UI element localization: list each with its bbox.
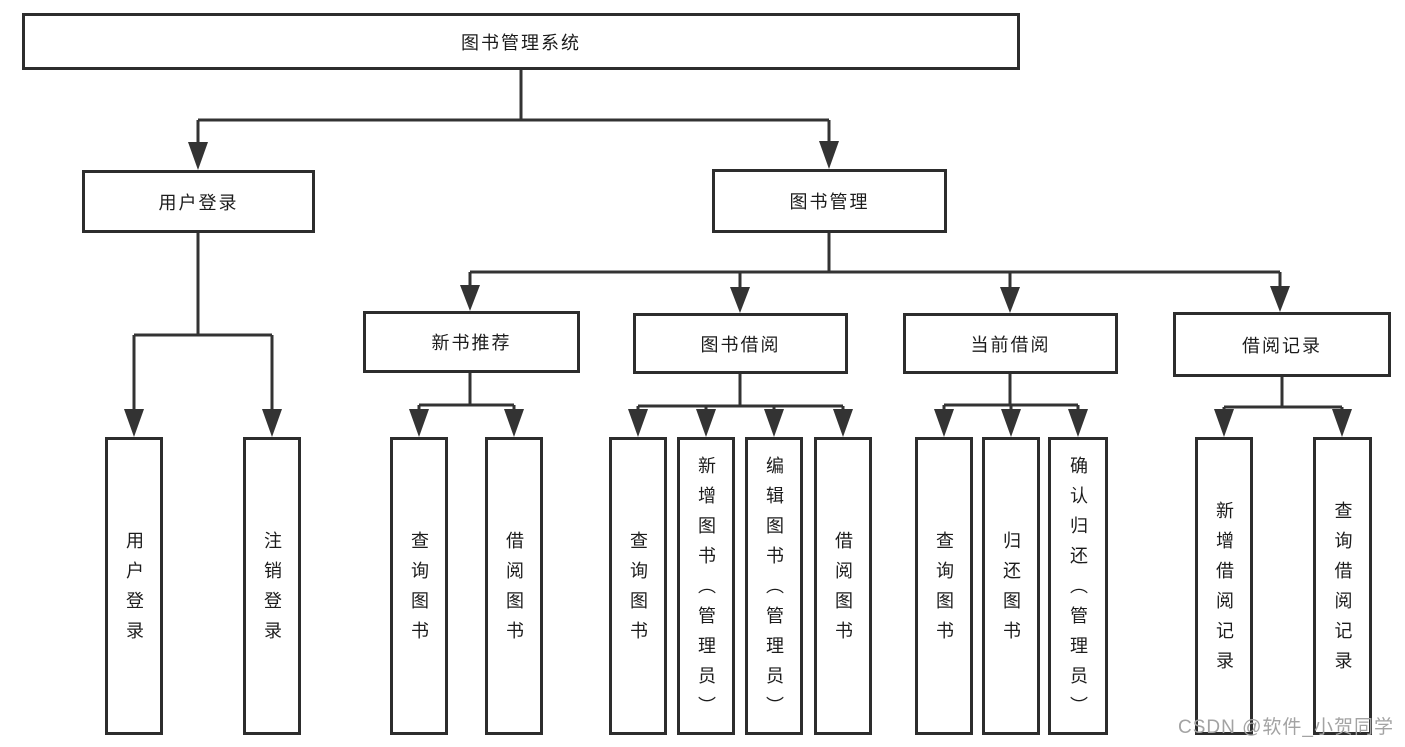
- node-book-management: 图书管理: [712, 169, 947, 233]
- leaf-edit-books-admin: 编辑图书（管理员）: [745, 437, 803, 735]
- leaf-query-books-current: 查询图书: [915, 437, 973, 735]
- leaf-add-books-admin: 新增图书（管理员）: [677, 437, 735, 735]
- leaf-user-login: 用户登录: [105, 437, 163, 735]
- node-book-borrow: 图书借阅: [633, 313, 848, 374]
- leaf-borrow-books-recommend: 借阅图书: [485, 437, 543, 735]
- leaf-logout: 注销登录: [243, 437, 301, 735]
- leaf-query-books-recommend: 查询图书: [390, 437, 448, 735]
- arrowheads: [124, 141, 1352, 437]
- csdn-watermark: CSDN @软件_小贺同学: [1178, 717, 1394, 738]
- node-current-borrow: 当前借阅: [903, 313, 1118, 374]
- leaf-borrow-books: 借阅图书: [814, 437, 872, 735]
- leaf-return-books: 归还图书: [982, 437, 1040, 735]
- node-system-root: 图书管理系统: [22, 13, 1020, 70]
- node-new-book-recommend: 新书推荐: [363, 311, 580, 373]
- leaf-query-books-borrow: 查询图书: [609, 437, 667, 735]
- leaf-confirm-return-admin: 确认归还（管理员）: [1048, 437, 1108, 735]
- node-borrow-records: 借阅记录: [1173, 312, 1391, 377]
- node-user-login: 用户登录: [82, 170, 315, 233]
- leaf-add-borrow-record: 新增借阅记录: [1195, 437, 1253, 735]
- leaf-query-borrow-record: 查询借阅记录: [1313, 437, 1372, 735]
